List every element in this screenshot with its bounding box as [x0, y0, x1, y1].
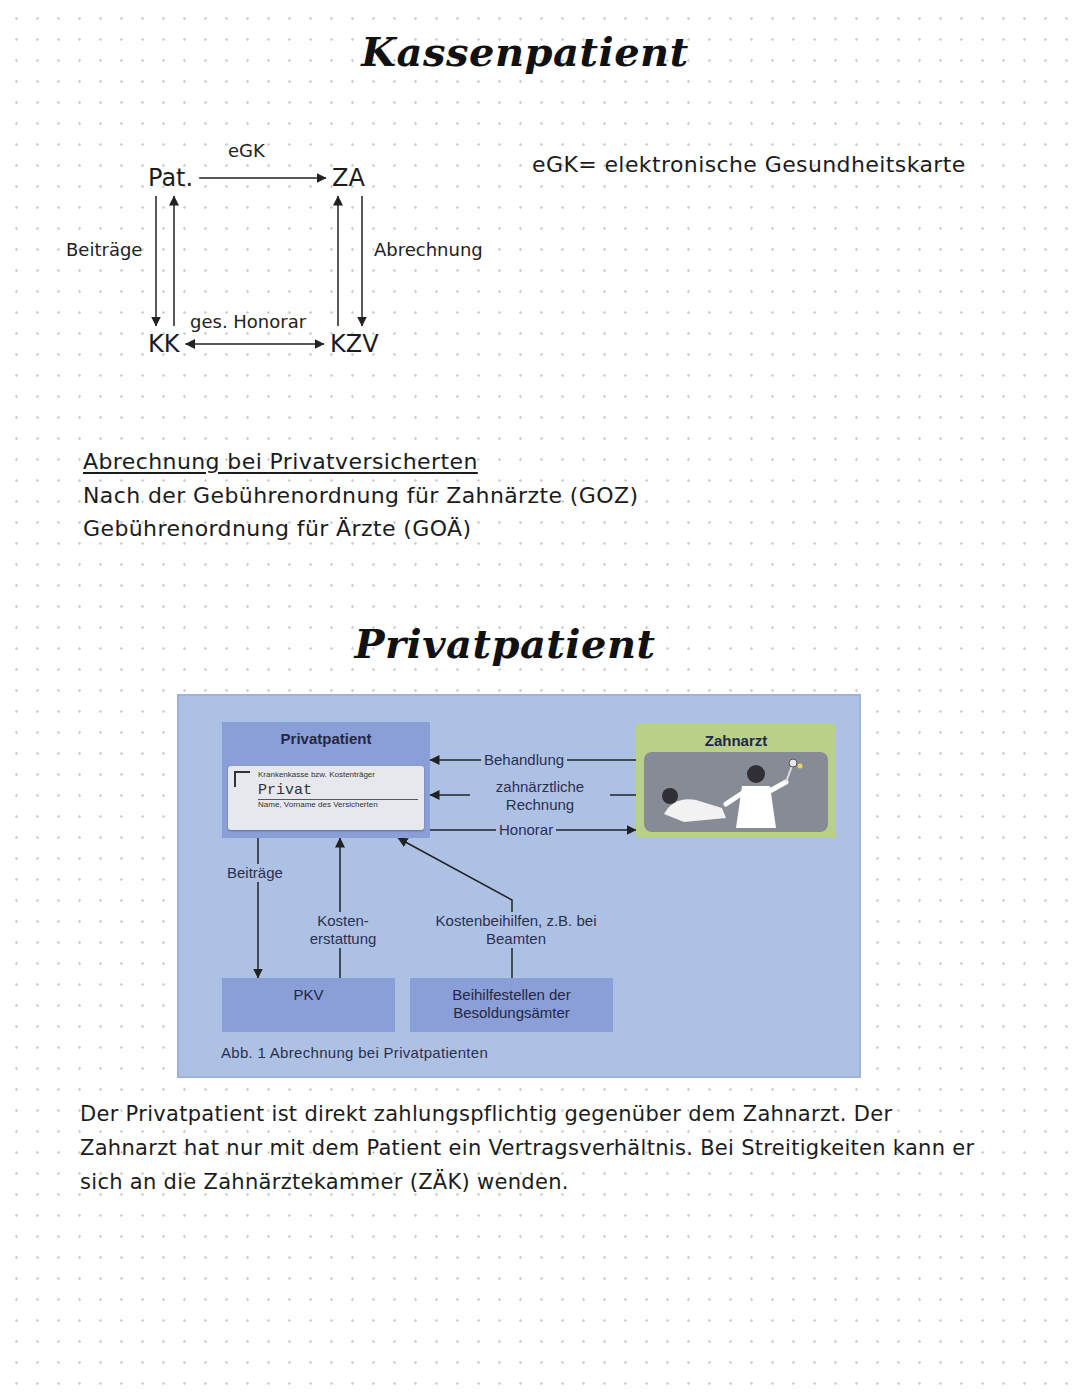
node-text: Pat.	[148, 164, 193, 192]
figure-caption: Abb. 1 Abrechnung bei Privatpatienten	[221, 1044, 488, 1061]
lamp-light	[798, 764, 803, 769]
node-text: PKV	[228, 986, 389, 1004]
photo-edge	[178, 695, 860, 1077]
node-text: Name, Vorname des Versicherten	[258, 800, 418, 809]
dentist-arm	[726, 792, 744, 804]
flow-arrow	[173, 196, 175, 326]
node-text: KZV	[330, 330, 379, 358]
node-text: Privatpatient	[228, 730, 424, 747]
section-heading: Abrechnung bei Privatversicherten	[83, 449, 478, 474]
flow-arrow	[361, 196, 363, 326]
edge-label: Abrechnung	[374, 239, 483, 260]
edge-label: eGK	[228, 140, 265, 161]
flow-arrow	[155, 196, 157, 326]
edge-label: Behandlung	[481, 751, 567, 769]
flow-arrow	[398, 838, 512, 978]
dentist-head	[747, 765, 765, 783]
flow-arrow	[337, 196, 339, 326]
dentist-illustration	[644, 752, 828, 832]
flow-arrow	[199, 177, 326, 179]
node-text: Privat	[258, 782, 418, 800]
party-node: Pat.	[142, 160, 199, 196]
edge-label: Kostenbeihilfen, z.B. bei Beamten	[432, 912, 600, 948]
photo-frame	[644, 752, 828, 832]
insurance-card: Krankenkasse bzw. KostenträgerPrivatName…	[228, 766, 424, 830]
photo-panel	[178, 695, 860, 1077]
edge-label: Kosten- erstattung	[292, 912, 394, 948]
dentist-arm	[768, 782, 786, 792]
page-title: Kassenpatient	[325, 28, 725, 75]
flow-arrow	[339, 838, 341, 978]
party-node: KZV	[324, 326, 385, 362]
flow-arrow	[257, 838, 259, 978]
patient-box: PrivatpatientKrankenkasse bzw. Kostenträ…	[222, 722, 430, 838]
dentist-box: Zahnarzt	[636, 724, 836, 838]
authority-box: Beihilfestellen der Besoldungsämter	[410, 978, 613, 1032]
flow-arrow	[185, 343, 324, 345]
edge-label: Honorar	[496, 821, 556, 839]
body-paragraph: Der Privatpatient ist direkt zahlungspfl…	[80, 1097, 995, 1199]
party-node: ZA	[326, 160, 371, 196]
body-line: Nach der Gebührenordnung für Zahnärzte (…	[83, 483, 638, 508]
section-title: Privatpatient	[305, 620, 705, 667]
edge-label: Beiträge	[66, 239, 142, 260]
node-text: KK	[148, 330, 179, 358]
node-text: Zahnarzt	[642, 732, 830, 749]
body-line: Gebührenordnung für Ärzte (GOÄ)	[83, 516, 471, 541]
edge-label: ges. Honorar	[190, 311, 306, 332]
node-text: Beihilfestellen der Besoldungsämter	[416, 986, 607, 1022]
node-text: ZA	[332, 164, 365, 192]
edge-label: Beiträge	[224, 864, 286, 882]
dental-mirror	[789, 759, 797, 767]
mirror-handle	[786, 766, 792, 782]
node-text: Krankenkasse bzw. Kostenträger	[258, 770, 418, 779]
abbreviation-note: eGK= elektronische Gesundheitskarte	[532, 152, 966, 177]
patient-head	[662, 788, 678, 804]
insurer-box: PKV	[222, 978, 395, 1032]
party-node: KK	[142, 326, 185, 362]
edge-label: zahnärztliche Rechnung	[470, 778, 610, 814]
